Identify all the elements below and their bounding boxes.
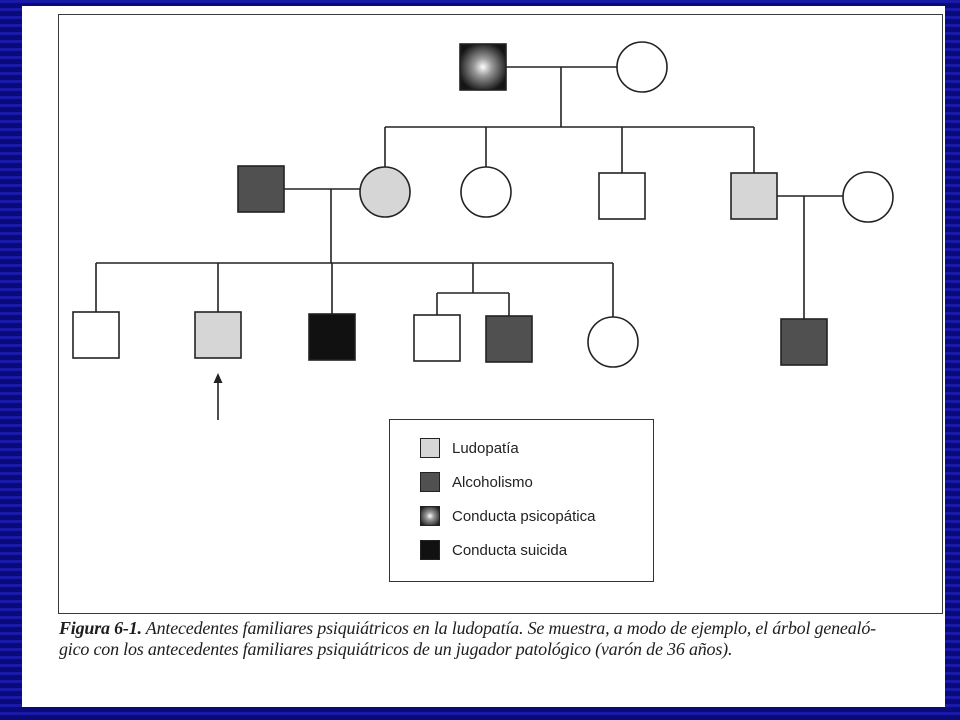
legend: Ludopatía Alcoholismo Conducta psicopáti… — [389, 419, 654, 582]
legend-label: Conducta psicopática — [452, 507, 596, 525]
gen2-wife-circle — [842, 171, 894, 223]
legend-item-alcoholismo: Alcoholismo — [420, 471, 533, 493]
gen2-daughter-circle — [359, 166, 411, 218]
slide-page: Ludopatía Alcoholismo Conducta psicopáti… — [22, 6, 945, 707]
legend-item-suicida: Conducta suicida — [420, 539, 567, 561]
legend-item-ludopatia: Ludopatía — [420, 437, 519, 459]
proband-arrow — [213, 373, 223, 420]
gen2-son-square — [598, 172, 646, 220]
pedigree-individuals — [72, 41, 894, 368]
legend-item-psicopatica: Conducta psicopática — [420, 505, 595, 527]
figure-border — [58, 14, 943, 614]
gen3-proband-square — [194, 311, 242, 359]
pedigree-chart — [72, 41, 894, 420]
gen1-mother-circle — [616, 41, 668, 93]
gen2-son-2-square — [730, 172, 778, 220]
caption-line-1: Figura 6-1. Antecedentes familiares psiq… — [59, 618, 949, 639]
gen3-twin-2-square — [485, 315, 533, 363]
figure-caption: Figura 6-1. Antecedentes familiares psiq… — [59, 618, 949, 660]
gen1-father-square — [459, 43, 507, 91]
suicida-swatch-icon — [420, 540, 440, 560]
gen2-husband-square — [237, 165, 285, 213]
legend-label: Alcoholismo — [452, 473, 533, 491]
gen3-twin-1-square — [413, 314, 461, 362]
legend-label: Conducta suicida — [452, 541, 568, 559]
caption-text-1: Antecedentes familiares psiquiátricos en… — [141, 618, 876, 638]
caption-label: Figura 6-1. — [59, 618, 142, 638]
gen2-daughter-2-circle — [460, 166, 512, 218]
alcoholismo-swatch-icon — [420, 472, 440, 492]
pedigree-lines — [95, 66, 843, 319]
caption-line-2: gico con los antecedentes familiares psi… — [59, 639, 733, 659]
psicopatica-swatch-icon — [420, 506, 440, 526]
ludopatia-swatch-icon — [420, 438, 440, 458]
gen3-son-1-square — [72, 311, 120, 359]
gen3-cousin-square — [780, 318, 828, 366]
gen3-daughter-circle — [587, 316, 639, 368]
gen3-son-3-square — [308, 313, 356, 361]
legend-label: Ludopatía — [452, 439, 519, 457]
